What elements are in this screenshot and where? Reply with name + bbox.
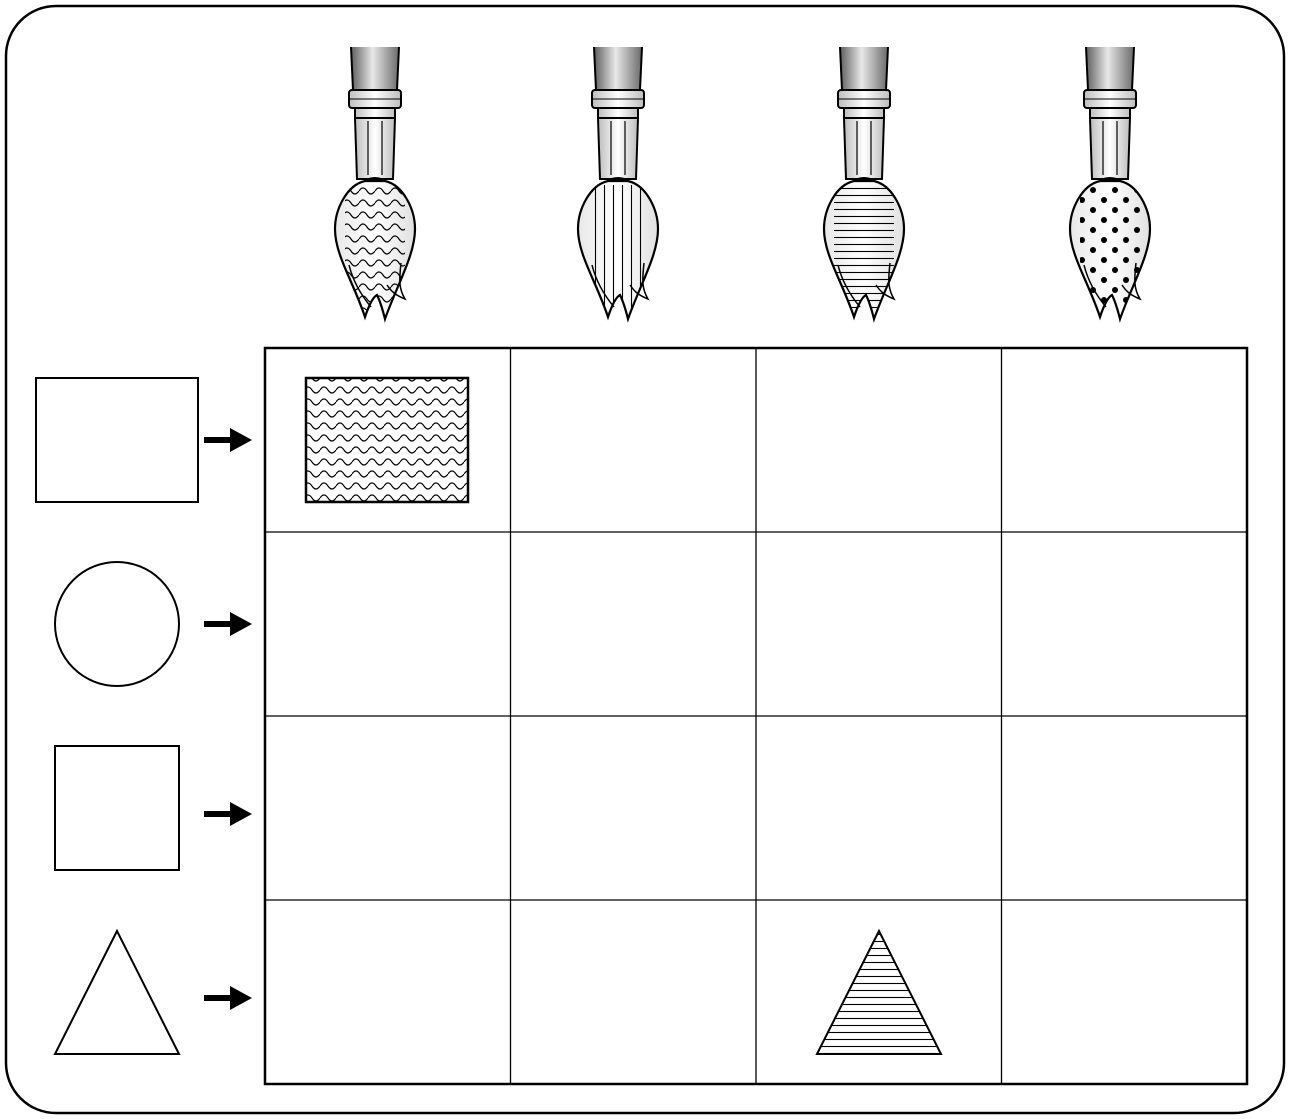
paintbrush-wavy-icon xyxy=(333,46,417,323)
example-wavy-rectangle xyxy=(304,376,470,504)
circle-icon xyxy=(54,561,180,687)
rectangle-icon xyxy=(35,377,199,503)
right-arrow-icon xyxy=(204,802,252,826)
right-arrow-icon xyxy=(204,428,252,452)
paintbrush-dots-icon xyxy=(1068,46,1152,323)
square-icon xyxy=(54,745,180,871)
paintbrush-vertical-lines-icon xyxy=(576,46,660,323)
answer-grid xyxy=(263,346,1249,1086)
right-arrow-icon xyxy=(204,986,252,1010)
paintbrush-horizontal-lines-icon xyxy=(822,46,906,323)
example-striped-triangle xyxy=(815,928,943,1055)
right-arrow-icon xyxy=(204,612,252,636)
triangle-icon xyxy=(53,928,181,1055)
